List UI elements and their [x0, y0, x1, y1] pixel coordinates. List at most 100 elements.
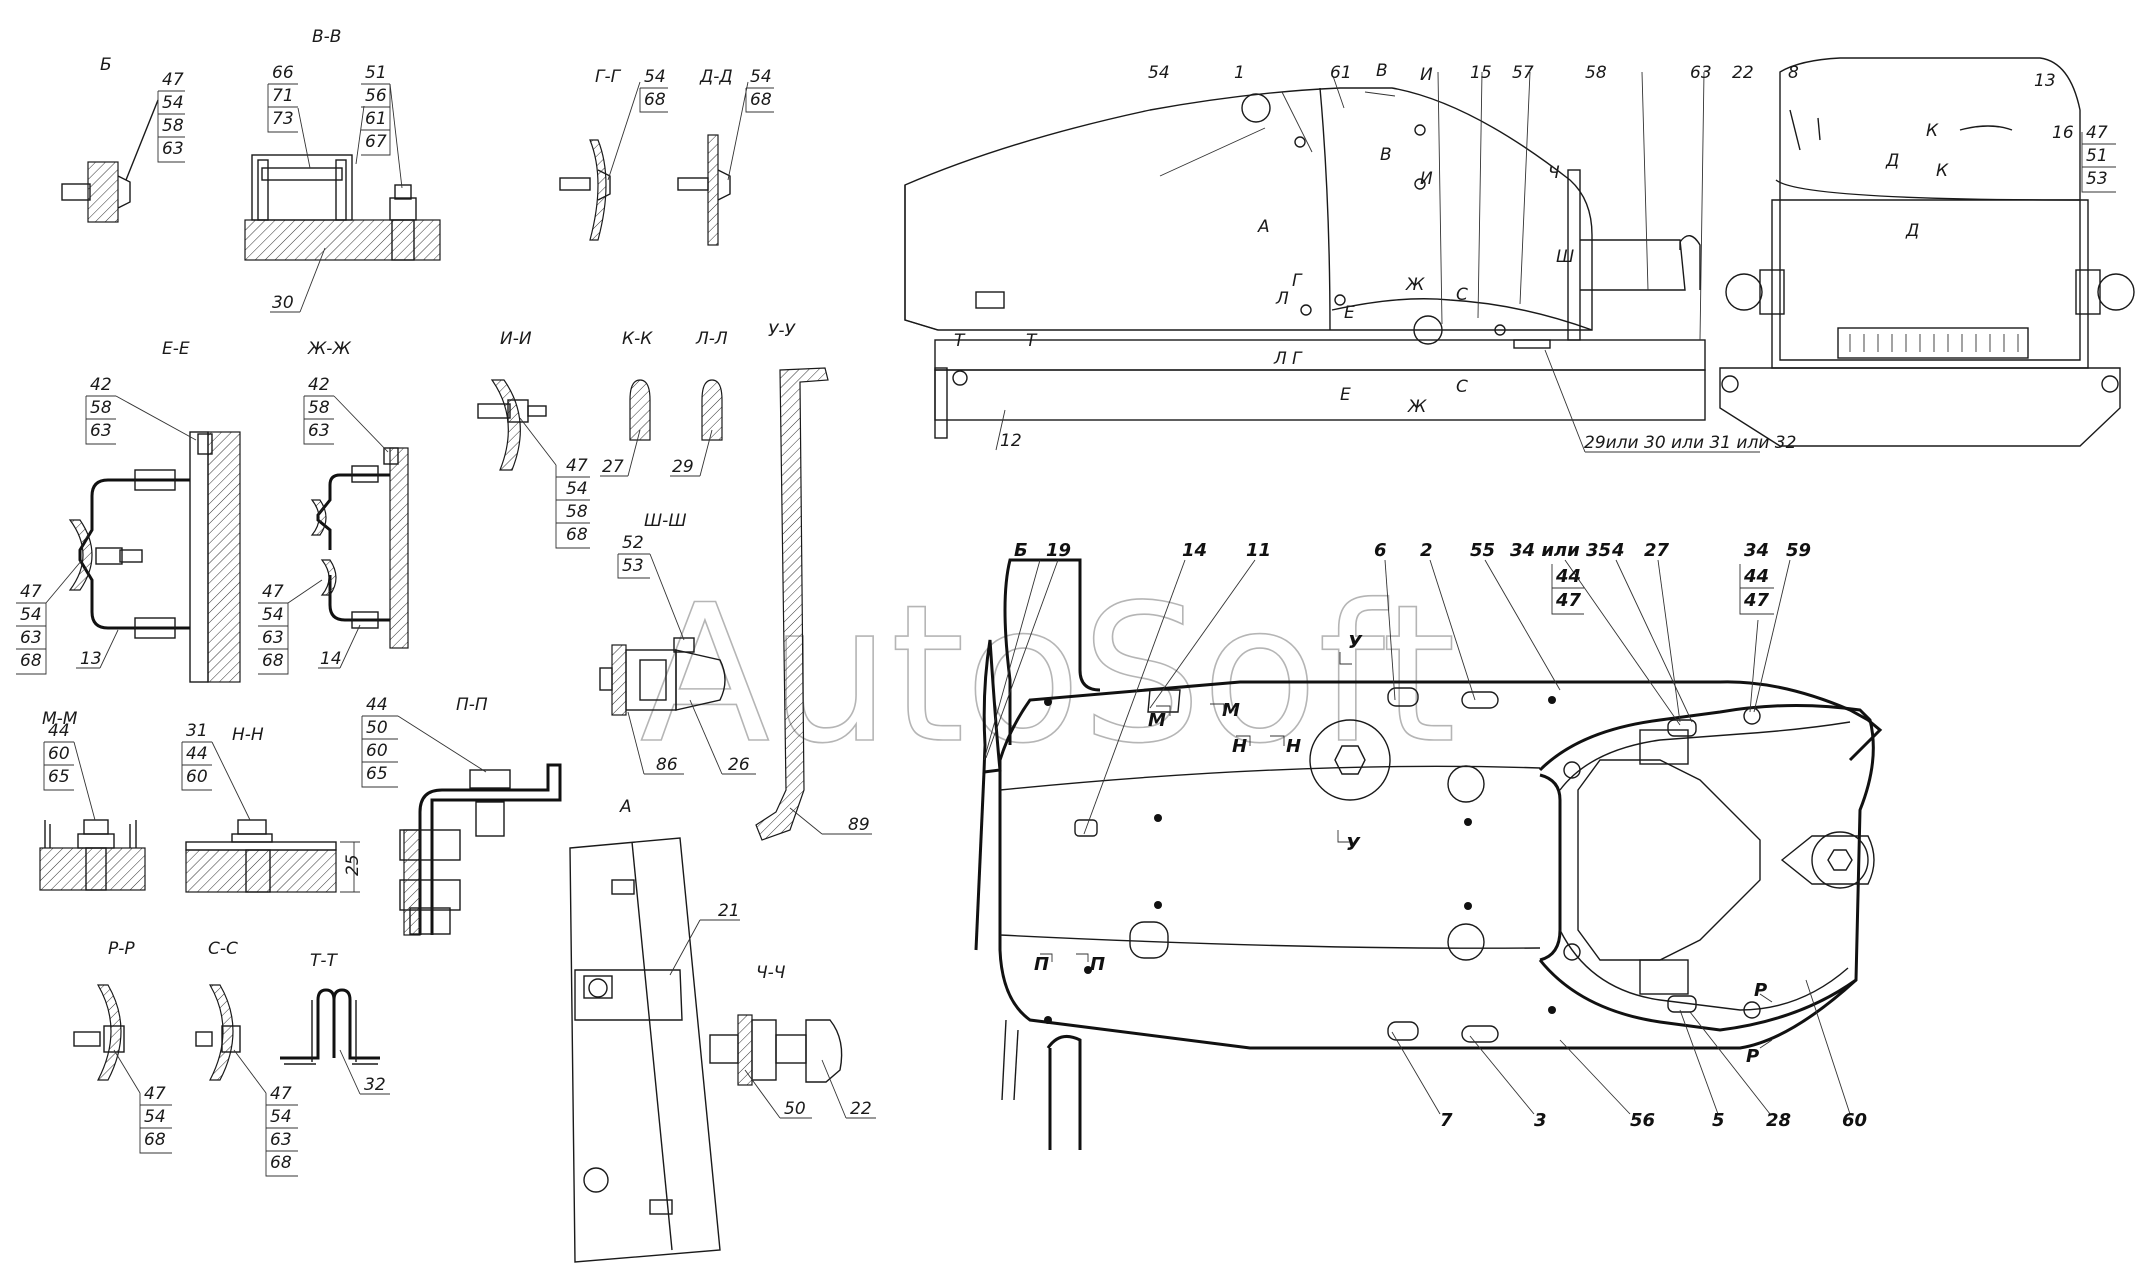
- section-vv-label-56: 56: [365, 86, 387, 106]
- mark-r2: Р: [1746, 1046, 1759, 1067]
- mark-n: Н: [1232, 736, 1247, 757]
- mark-r: Р: [1754, 980, 1767, 1001]
- section-mm-title: М-М: [42, 709, 78, 729]
- section-ee-label-63: 63: [90, 421, 112, 441]
- side-view-callout-16: 16: [2052, 123, 2074, 143]
- section-pp-label-60: 60: [366, 741, 388, 761]
- section-zhzh-callout-14: 14: [320, 649, 342, 669]
- mark-u2: У: [1346, 834, 1361, 855]
- section-vv-label-51: 51: [365, 63, 387, 83]
- mark-a: А: [1257, 217, 1270, 237]
- top-view-callout-19: 19: [1046, 540, 1071, 561]
- top-view-callout-5: 5: [1712, 1110, 1725, 1131]
- section-vv-label-61: 61: [365, 109, 387, 129]
- mark-m2: М: [1222, 700, 1240, 721]
- section-chch-callout-50: 50: [784, 1099, 806, 1119]
- top-view-callout-55: 55: [1470, 540, 1495, 561]
- section-ee-callout-13: 13: [80, 649, 102, 669]
- mark-k2: К: [1936, 161, 1949, 181]
- section-zhzh-label-54: 54: [262, 605, 284, 625]
- mark-d: Д: [1885, 151, 1899, 171]
- section-ee-label-54: 54: [20, 605, 42, 625]
- mark-m: М: [1148, 710, 1166, 731]
- section-ii-label-58: 58: [566, 502, 588, 522]
- section-nn-label-60: 60: [186, 767, 208, 787]
- section-mm-label-60: 60: [48, 744, 70, 764]
- section-b: Б 47 54 58 63: [61, 55, 185, 223]
- section-zhzh-label-63: 63: [308, 421, 330, 441]
- top-view-callout-28: 28: [1766, 1110, 1791, 1131]
- section-vv-label-71: 71: [272, 86, 294, 106]
- section-vv-label-66: 66: [272, 63, 294, 83]
- section-rr: Р-Р 47 54 68: [73, 939, 172, 1154]
- mark-p2: П: [1090, 954, 1105, 975]
- side-view-callout-63: 63: [1690, 63, 1712, 83]
- side-view-callout-57: 57: [1512, 63, 1534, 83]
- section-ee-label-47: 47: [20, 582, 42, 602]
- section-ee-label-58: 58: [90, 398, 112, 418]
- top-view-callout-6: 6: [1374, 540, 1387, 561]
- section-mm-label-44: 44: [48, 721, 70, 741]
- side-view-label-47: 47: [2086, 123, 2108, 143]
- section-shsh-callout-86: 86: [656, 755, 678, 775]
- section-shsh-label-53: 53: [622, 556, 644, 576]
- section-ll: Л-Л 29: [670, 329, 728, 477]
- mark-s: С: [1456, 285, 1468, 305]
- watermark: AutoSoft: [640, 564, 1456, 785]
- top-view-callout-2: 2: [1420, 540, 1433, 561]
- mark-v: В: [1380, 145, 1392, 165]
- section-tt-callout-32: 32: [364, 1075, 386, 1095]
- section-ii-title: И-И: [500, 329, 532, 349]
- section-mm: М-М 44 60 65: [39, 709, 146, 891]
- mark-s2: С: [1456, 377, 1468, 397]
- section-dd: Д-Д 54 68: [677, 67, 774, 246]
- section-mm-label-65: 65: [48, 767, 70, 787]
- section-ll-title: Л-Л: [695, 329, 728, 349]
- section-uu: У-У 89: [755, 321, 872, 841]
- side-view-callout-15: 15: [1470, 63, 1492, 83]
- side-view-callout-54: 54: [1148, 63, 1170, 83]
- top-view-stack-b-47: 47: [1743, 590, 1770, 611]
- section-vv-label-73: 73: [272, 109, 294, 129]
- section-ee-title: Е-Е: [162, 339, 190, 359]
- mark-sh: Ш: [1556, 247, 1574, 267]
- mark-zh2: Ж: [1407, 397, 1427, 417]
- section-zhzh: Ж-Ж 42 58 63 47 54 63 68 14: [258, 339, 409, 675]
- top-view-stack-a-47: 47: [1555, 590, 1582, 611]
- section-gg-label-68: 68: [644, 90, 666, 110]
- section-vv-callout-30: 30: [272, 293, 294, 313]
- section-ii-label-47: 47: [566, 456, 588, 476]
- mark-zh: Ж: [1405, 275, 1425, 295]
- section-tt-title: Т-Т: [310, 951, 339, 971]
- view-a-title: А: [619, 797, 632, 817]
- section-rr-title: Р-Р: [108, 939, 135, 959]
- side-view-callout-22: 22: [1732, 63, 1754, 83]
- mark-e2: Е: [1340, 385, 1351, 405]
- mark-e: Е: [1344, 303, 1355, 323]
- section-dd-label-68: 68: [750, 90, 772, 110]
- side-view-callout-1: 1: [1234, 63, 1245, 83]
- section-dd-title: Д-Д: [699, 67, 733, 87]
- mark-i: И: [1420, 169, 1433, 189]
- top-view-callout-7: 7: [1440, 1110, 1453, 1131]
- section-ll-callout-29: 29: [672, 457, 694, 477]
- section-ee-label-68: 68: [20, 651, 42, 671]
- section-ii-label-54: 54: [566, 479, 588, 499]
- section-shsh-title: Ш-Ш: [644, 511, 687, 531]
- side-view: 54 1 61 В И 15 57 58 63 22 8 13 16 47 51…: [904, 57, 2135, 453]
- top-view-callout-14: 14: [1182, 540, 1207, 561]
- section-shsh: Ш-Ш 52 53 86 26: [599, 511, 756, 775]
- section-ss-label-63: 63: [270, 1130, 292, 1150]
- side-view-callout-58: 58: [1585, 63, 1607, 83]
- mark-l: Л: [1275, 289, 1289, 309]
- section-uu-title: У-У: [768, 321, 796, 341]
- side-view-callout-29-32: 29или 30 или 31 или 32: [1584, 433, 1796, 453]
- section-ee: Е-Е 42 58 63 47 54 63 68 13: [16, 339, 241, 683]
- side-view-callout-8: 8: [1788, 63, 1799, 83]
- section-zhzh-label-42: 42: [308, 375, 330, 395]
- section-ee-label-42: 42: [90, 375, 112, 395]
- section-nn-title: Н-Н: [232, 725, 264, 745]
- side-view-callout-13: 13: [2034, 71, 2056, 91]
- top-view-callout-4: 4: [1611, 540, 1625, 561]
